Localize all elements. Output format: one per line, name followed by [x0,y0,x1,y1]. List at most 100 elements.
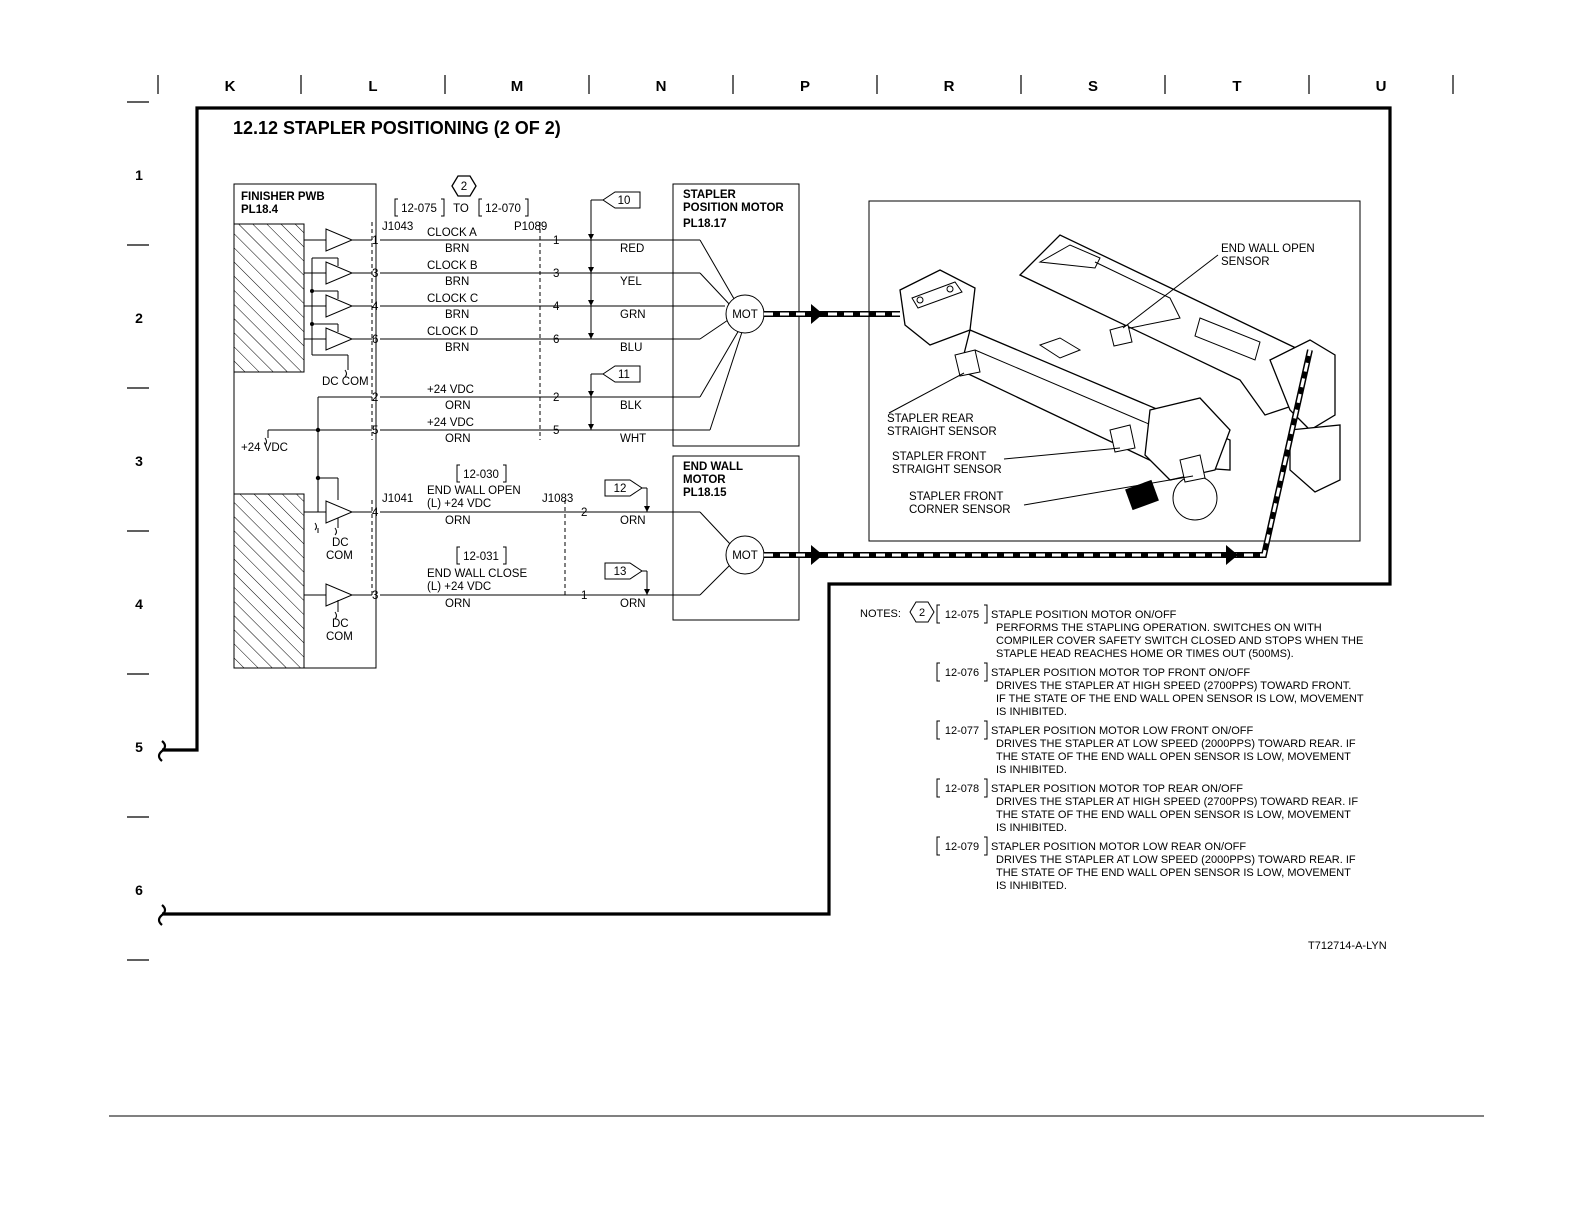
svg-text:10: 10 [618,195,631,207]
ref-to: 12-070 [485,203,521,215]
label-front-corner-sensor: STAPLER FRONT [909,491,1003,503]
motor-pl: PL18.17 [683,218,726,230]
endwall-wire-open: 4 END WALL OPEN (L) +24 VDC ORN 2 ORN [352,485,700,527]
motor-wire-color: WHT [620,433,646,445]
wire-signal: (L) +24 VDC [427,581,491,593]
note-head: STAPLER POSITION MOTOR TOP FRONT ON/OFF [991,667,1250,679]
note-code: 12-077 [945,725,979,737]
pin-number: 6 [553,334,559,346]
motor-name: POSITION MOTOR [683,202,784,214]
power-wire-pin5: 5 +24 VDC ORN 5 WHT [268,417,710,445]
break-mark-row5 [157,740,167,762]
ref-hexagon [451,175,477,197]
end-wall-motor: END WALL MOTOR PL18.15 MOT [672,455,800,621]
motor-wire-color: BLU [620,342,642,354]
bracket [478,198,529,217]
label-rear-straight-sensor: STRAIGHT SENSOR [887,426,997,438]
column-grid: K L M N P R S T U [157,75,1454,95]
note-code: 12-076 [945,667,979,679]
note-line: THE STATE OF THE END WALL OPEN SENSOR IS… [996,809,1351,821]
wire-color-code: ORN [445,400,471,412]
motor-name: STAPLER [683,189,737,201]
finisher-pwb: FINISHER PWB PL18.4 [233,183,377,669]
note-line: PERFORMS THE STAPLING OPERATION. SWITCHE… [996,622,1322,634]
note-line: DRIVES THE STAPLER AT LOW SPEED (2000PPS… [996,738,1356,750]
note-line: DRIVES THE STAPLER AT HIGH SPEED (2700PP… [996,796,1358,808]
note-code: 12-079 [945,841,979,853]
note-line: DRIVES THE STAPLER AT HIGH SPEED (2700PP… [996,680,1351,692]
figure-id: T712714-A-LYN [1308,940,1387,952]
vdc-label: +24 VDC [241,442,288,454]
pin-number: 2 [581,507,587,519]
column-label: N [656,78,667,95]
label-front-straight-sensor: STAPLER FRONT [892,451,986,463]
ref-flag-12: 12 [604,479,650,512]
notes-ref: 2 [919,607,925,619]
ref-flag-11: 11 [591,365,641,383]
motor-return-bus [588,200,594,430]
connector-j1083: J1083 [542,493,573,505]
column-label: K [225,78,236,95]
endwall-buffers: DC COM DC COM [304,500,354,643]
pin-number: 1 [372,235,378,247]
label-front-corner-sensor: CORNER SENSOR [909,504,1011,516]
mot-label: MOT [732,550,758,562]
svg-text:11: 11 [618,369,630,381]
bracket [456,464,507,483]
wire-color-code: ORN [445,598,471,610]
row-label: 5 [135,739,143,755]
row-label: 4 [135,596,143,612]
wire-signal: END WALL OPEN [427,485,521,497]
pin-number: 6 [372,334,378,346]
wire-color-code: BRN [445,243,469,255]
wire-signal: CLOCK C [427,293,478,305]
motor-wire-color: RED [620,243,644,255]
pin-number: 4 [553,301,560,313]
note-line: IS INHIBITED. [996,822,1067,834]
column-label: T [1232,78,1241,95]
ref-flag-10: 10 [591,191,641,209]
motor-wire-pin3: 3 CLOCK B BRN 3 YEL [352,260,700,288]
motor-pl: PL18.15 [683,487,727,499]
mot-label: MOT [732,309,758,321]
wire-color-code: BRN [445,342,469,354]
note-code: 12-075 [945,609,979,621]
power-wire-pin2: 2 +24 VDC ORN 2 BLK [318,384,700,412]
label-end-wall-open-sensor: SENSOR [1221,256,1270,268]
dc-label: DC [332,537,349,549]
dc-label: DC [332,618,349,630]
row-grid: 1 2 3 4 5 6 [127,101,149,961]
note-line: COMPILER COVER SAFETY SWITCH CLOSED AND … [996,635,1363,647]
connector-j1043: J1043 [382,221,413,233]
svg-text:12: 12 [614,483,627,495]
row-label: 3 [135,453,143,469]
notes-label: NOTES: [860,608,901,620]
endwall-wire-close: 3 END WALL CLOSE (L) +24 VDC ORN 1 ORN [352,568,700,610]
com-label: COM [326,631,353,643]
pin-number: 1 [581,590,587,602]
motor-wire-color: YEL [620,276,642,288]
note-line: DRIVES THE STAPLER AT LOW SPEED (2000PPS… [996,854,1356,866]
bracket [394,198,445,217]
motor-wire-pin1: 1 CLOCK A BRN 1 RED [352,227,700,255]
motor-wire-color: ORN [620,515,646,527]
column-label: M [511,78,524,95]
row-label: 6 [135,882,143,898]
column-label: U [1376,78,1387,95]
column-label: P [800,78,810,95]
pin-number: 3 [372,268,378,280]
svg-text:13: 13 [614,566,627,578]
connector-p1089: P1089 [514,221,547,233]
motor-wire-color: GRN [620,309,646,321]
note-head: STAPLER POSITION MOTOR TOP REAR ON/OFF [991,783,1243,795]
wire-signal: +24 VDC [427,417,474,429]
wire-color-code: BRN [445,309,469,321]
bracket [456,546,507,565]
motor-wire-pin4: 4 CLOCK C BRN 4 GRN [352,293,725,321]
label-end-wall-open-sensor: END WALL OPEN [1221,243,1315,255]
ref-from: 12-075 [401,203,437,215]
motor-wire-pin6: 6 CLOCK D BRN 6 BLU [352,326,700,354]
note-code: 12-078 [945,783,979,795]
page-title: 12.12 STAPLER POSITIONING (2 OF 2) [233,118,561,138]
